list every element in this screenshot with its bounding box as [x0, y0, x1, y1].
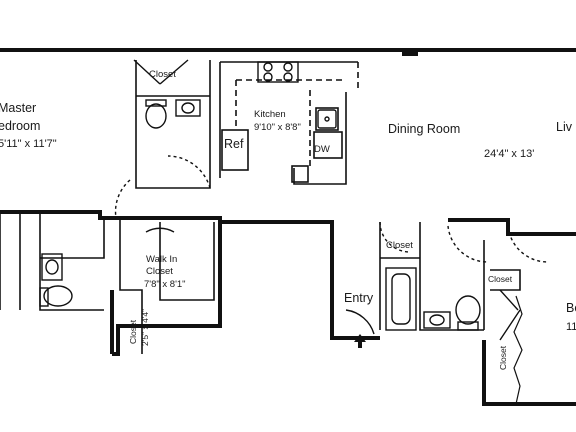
living-room-label: Liv [556, 120, 573, 134]
kitchen-sink-icon [317, 109, 337, 129]
kitchen-label: Kitchen [254, 109, 286, 120]
master-bedroom-label-1: Master [0, 101, 36, 115]
bedroom2-small-closet-label: Closet [488, 274, 513, 284]
doors [114, 59, 549, 341]
living-room-size: 24'4" x 13' [484, 148, 534, 160]
entry-arrow-icon [354, 334, 366, 348]
small-closet-size: 2'5" x 4'4" [140, 309, 150, 346]
interior-walls [0, 60, 521, 354]
bath-right-fixtures [385, 267, 481, 331]
refrigerator-label: Ref [224, 137, 244, 151]
walk-in-closet-label-2: Closet [146, 266, 173, 277]
kitchen-counters [219, 61, 359, 185]
master-bath-fixtures [145, 99, 201, 129]
hall-closet-label: Closet [386, 240, 413, 251]
bedroom2-size: 11 [566, 321, 576, 333]
kitchen-size: 9'10" x 8'8" [254, 122, 301, 133]
closet-bifold-icon [513, 295, 523, 405]
bath-left-fixtures [39, 253, 73, 307]
entry-label: Entry [344, 291, 374, 305]
exterior-walls [0, 48, 576, 406]
walk-in-closet-label-1: Walk In [146, 254, 177, 265]
walk-in-closet-size: 7'8" x 8'1" [144, 279, 186, 290]
bedroom2-closet-label: Closet [498, 345, 508, 370]
window-marks [402, 50, 418, 56]
dining-room-label: Dining Room [388, 122, 460, 136]
bedroom2-label: Be [566, 301, 576, 315]
master-closet-label: Closet [149, 69, 176, 80]
dishwasher-label: DW [314, 144, 330, 155]
master-bedroom-size: 5'11" x 11'7" [0, 138, 57, 150]
small-closet-label: Closet [128, 319, 138, 344]
master-bedroom-label-2: edroom [0, 119, 40, 133]
stove-icon [257, 61, 299, 83]
